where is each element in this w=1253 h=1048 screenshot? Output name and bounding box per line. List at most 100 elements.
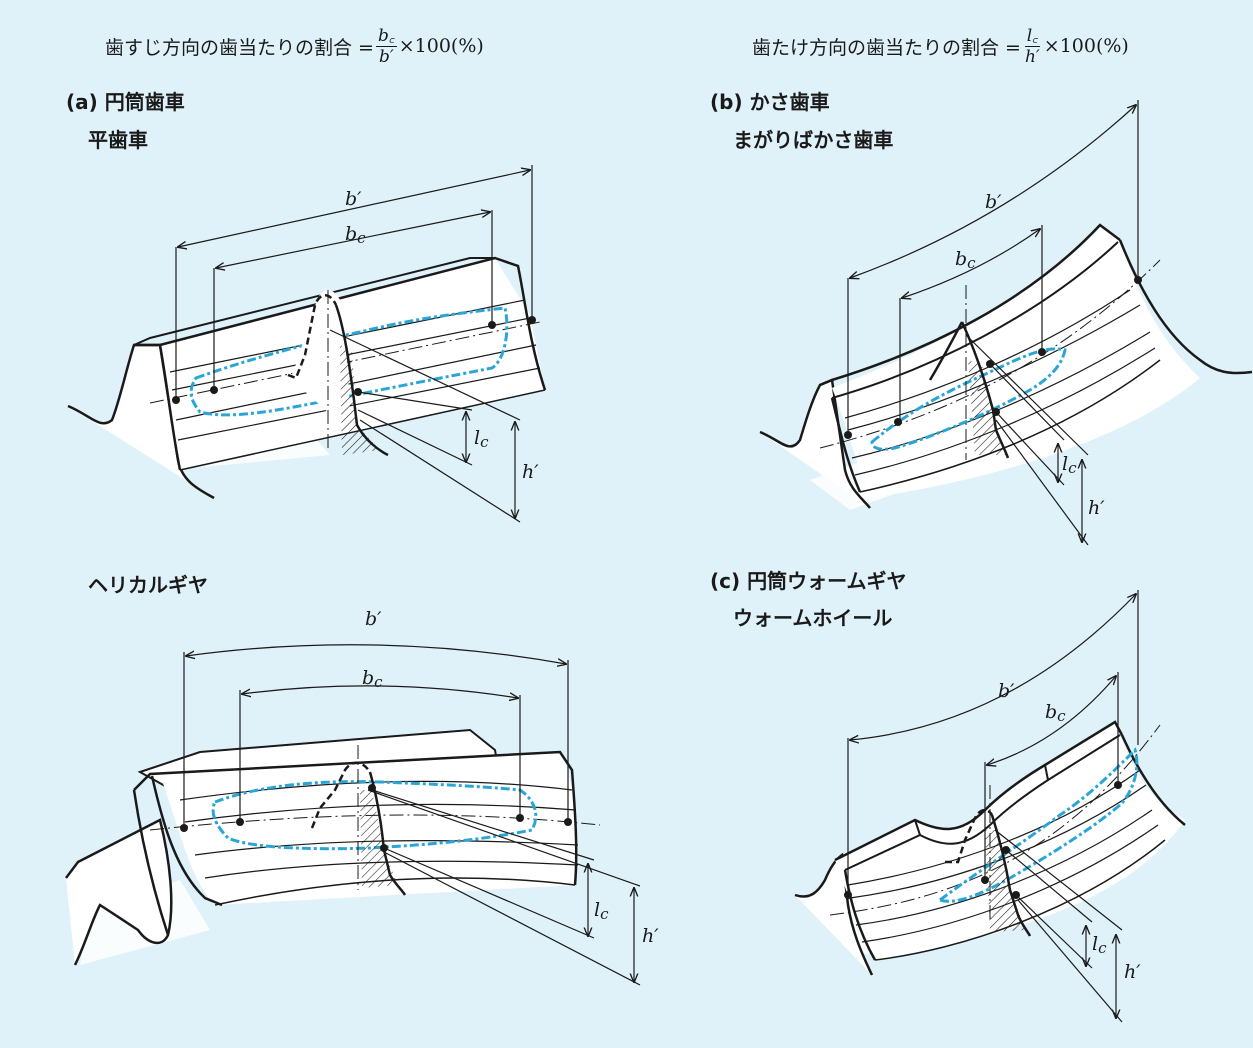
worm-section-hatch: [985, 830, 1026, 932]
spur-point: [488, 321, 496, 329]
helical-label-bc: bc: [362, 667, 383, 691]
worm-tooth-crest: [844, 734, 1121, 871]
spur-label-bprime: b′: [345, 188, 362, 210]
worm-dim-bc: [987, 676, 1116, 765]
helical-point: [564, 818, 572, 826]
section-c-heading: (c) 円筒ウォームギヤ: [710, 566, 907, 596]
section-a-title: 円筒歯車: [104, 90, 185, 114]
spur-left-edge: [158, 344, 182, 471]
bevel-tooth-face: [832, 228, 1200, 498]
bevel-ext-h-bottom: [995, 419, 1089, 546]
spur-point: [210, 386, 218, 394]
formula-profile-denominator: h′: [1024, 46, 1040, 67]
section-c-title: 円筒ウォームギヤ: [747, 569, 907, 593]
bevel-dim-bprime: [850, 105, 1136, 278]
formula-profile-numerator: l꜀: [1024, 25, 1041, 47]
spur-label-lc: lc: [474, 427, 489, 451]
formula-lengthwise-prefix: 歯すじ方向の歯当たりの割合 =: [105, 36, 374, 59]
helical-label-hprime: h′: [642, 925, 659, 947]
spur-label-hprime: h′: [522, 461, 539, 483]
section-b-letter: (b): [710, 90, 743, 114]
bevel-section-hatch: [968, 360, 1006, 455]
worm-label-bc: bc: [1045, 701, 1066, 725]
section-b-title: かさ歯車: [749, 90, 830, 114]
helical-left-tooth-front: [65, 818, 173, 966]
helical-label-bprime: b′: [365, 608, 382, 630]
helical-gear-drawing: b′ bc lc h′: [65, 608, 659, 986]
formula-profile: 歯たけ方向の歯当たりの割合 = l꜀ h′ ×100(%): [752, 16, 1129, 76]
helical-mating-tooth-hidden: [310, 761, 372, 829]
helical-ext-l-bottom: [383, 847, 595, 939]
bevel-point: [1038, 348, 1046, 356]
helical-ext-h-bottom: [383, 851, 641, 986]
bevel-line-4: [854, 347, 1156, 476]
helical-dim-bprime: [186, 644, 566, 664]
worm-right-edge: [1120, 734, 1186, 826]
spur-mating-tooth-hidden: [287, 294, 338, 380]
helical-label-lc: lc: [594, 899, 609, 923]
worm-left-edge: [843, 869, 877, 961]
worm-label-lc: lc: [1092, 933, 1107, 957]
spur-dim-bc: [216, 212, 490, 268]
worm-ext-l-top: [1005, 849, 1093, 923]
bevel-line-2: [847, 304, 1141, 431]
worm-dim-bprime: [850, 594, 1136, 740]
formula-lengthwise: 歯すじ方向の歯当たりの割合 = b꜀ b′ ×100(%): [105, 16, 484, 76]
worm-point: [1002, 846, 1010, 854]
helical-ext-l-top: [371, 789, 595, 861]
bevel-point: [894, 418, 902, 426]
worm-crest-step-1: [914, 819, 921, 836]
spur-mating-tooth-fill: [290, 290, 350, 425]
formula-profile-suffix: ×100(%): [1043, 35, 1129, 57]
worm-point: [1114, 781, 1122, 789]
spur-point: [354, 388, 362, 396]
formula-lengthwise-numerator: b꜀: [375, 25, 397, 47]
section-a-letter: (a): [66, 90, 98, 114]
section-a-subtitle: 平歯車: [88, 128, 148, 152]
bevel-gear-drawing: b′ bc lc h′: [759, 100, 1253, 546]
bevel-label-bc: bc: [955, 248, 976, 272]
bevel-ext-l-top: [989, 363, 1065, 441]
helical-point: [180, 824, 188, 832]
section-a-heading: (a) 円筒歯車: [66, 87, 185, 117]
worm-ext-h-bottom: [1017, 899, 1123, 1023]
bevel-point: [1134, 276, 1142, 284]
bevel-point: [992, 408, 1000, 416]
worm-ext-l-bottom: [1015, 894, 1093, 969]
helical-point: [380, 844, 388, 852]
spur-point: [528, 316, 536, 324]
helical-point: [236, 818, 244, 826]
helical-left-edge: [132, 789, 170, 936]
worm-point: [844, 891, 852, 899]
bevel-ext-l-bottom: [995, 411, 1065, 486]
helical-pitch-line: [149, 814, 601, 831]
spur-ext-l-top: [357, 391, 473, 411]
spur-tooth-top: [134, 256, 547, 391]
helical-point: [516, 814, 524, 822]
bevel-label-hprime: h′: [1088, 497, 1105, 519]
spur-point: [172, 396, 180, 404]
helical-dim-bc: [242, 685, 518, 698]
worm-point: [981, 876, 989, 884]
bevel-point: [844, 431, 852, 439]
bevel-pitch-line: [819, 259, 1161, 449]
worm-label-bprime: b′: [998, 680, 1015, 702]
formula-lengthwise-suffix: ×100(%): [398, 35, 484, 57]
helical-line-3: [194, 840, 579, 856]
helical-contact-pattern: [211, 780, 538, 851]
bevel-contact-pattern: [870, 347, 1067, 451]
bevel-left-tooth: [759, 378, 871, 509]
section-helical-heading: ヘリカルギヤ: [88, 573, 208, 597]
spur-line-3: [175, 344, 537, 421]
worm-contact-pattern: [936, 747, 1139, 903]
bevel-left-edge: [830, 397, 862, 493]
formula-lengthwise-fraction: b꜀ b′: [375, 25, 397, 67]
formula-lengthwise-denominator: b′: [378, 46, 394, 67]
section-b-heading: (b) かさ歯車: [710, 87, 830, 117]
bevel-ext-h-top: [965, 334, 1089, 456]
bevel-mating-tooth-back: [928, 321, 964, 381]
spur-gear-drawing: b′ bc lc h′: [67, 165, 547, 523]
bevel-dim-bc: [902, 229, 1040, 298]
